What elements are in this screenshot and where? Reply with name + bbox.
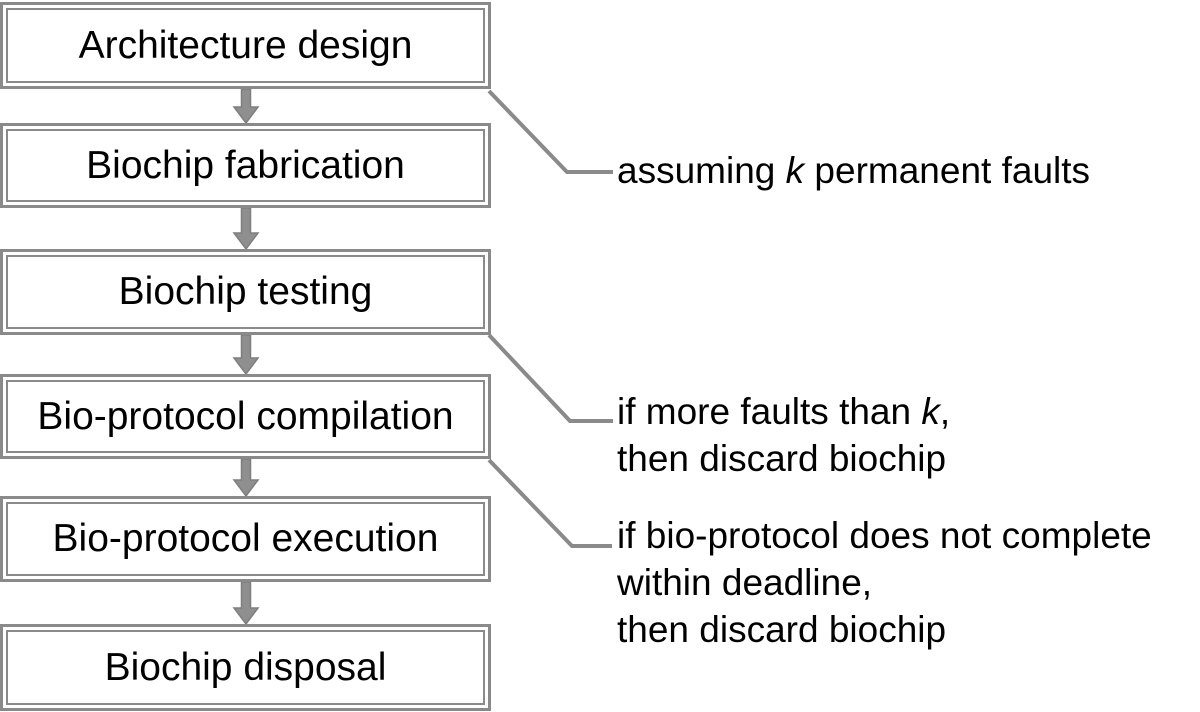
flowchart-box-bio-protocol-compilation: Bio-protocol compilation (0, 374, 491, 459)
flowchart-box-architecture-design: Architecture design (0, 2, 491, 89)
annotation-faults-line1-pre: if more faults than (617, 391, 922, 432)
flowchart-box-biochip-fabrication: Biochip fabrication (0, 123, 491, 208)
annotation-assuming-pre: assuming (617, 150, 786, 191)
connector-testing-to-faults (487, 333, 613, 423)
annotation-deadline-line3: then discard biochip (617, 609, 947, 650)
annotation-faults-k: k (921, 391, 940, 432)
flow-arrow-4 (232, 458, 260, 498)
annotation-faults-line1-post: , (939, 391, 951, 432)
annotation-deadline-line1: if bio-protocol does not complete (617, 515, 1152, 556)
box-label-biochip-testing: Biochip testing (118, 270, 373, 313)
flowchart-box-biochip-testing: Biochip testing (0, 249, 491, 335)
connector-architecture-to-assuming (487, 89, 613, 174)
flowchart-box-biochip-disposal: Biochip disposal (0, 624, 491, 711)
flow-arrow-3 (232, 334, 260, 376)
connector-compilation-to-deadline (487, 458, 612, 548)
flow-arrow-1 (232, 88, 260, 125)
annotation-deadline-line2: within deadline, (617, 562, 873, 603)
box-label-biochip-disposal: Biochip disposal (104, 645, 387, 689)
annotation-faults-line1: if more faults than k, (617, 388, 950, 435)
annotation-assuming-k: k (785, 150, 805, 191)
box-label-biochip-fabrication: Biochip fabrication (86, 143, 405, 187)
box-label-architecture-design: Architecture design (78, 23, 413, 67)
flowchart-box-bio-protocol-execution: Bio-protocol execution (0, 496, 491, 582)
flow-arrow-5 (232, 581, 260, 626)
box-label-bio-protocol-execution: Bio-protocol execution (52, 517, 439, 560)
annotation-deadline: if bio-protocol does not complete within… (617, 512, 1152, 653)
annotation-if-more-faults: if more faults than k, then discard bioc… (617, 388, 950, 482)
annotation-assuming-post: permanent faults (804, 150, 1091, 191)
flow-arrow-2 (232, 207, 260, 251)
box-label-bio-protocol-compilation: Bio-protocol compilation (37, 394, 454, 438)
annotation-faults-line2: then discard biochip (617, 438, 947, 479)
annotation-assuming-k-permanent-faults: assuming k permanent faults (617, 147, 1090, 194)
